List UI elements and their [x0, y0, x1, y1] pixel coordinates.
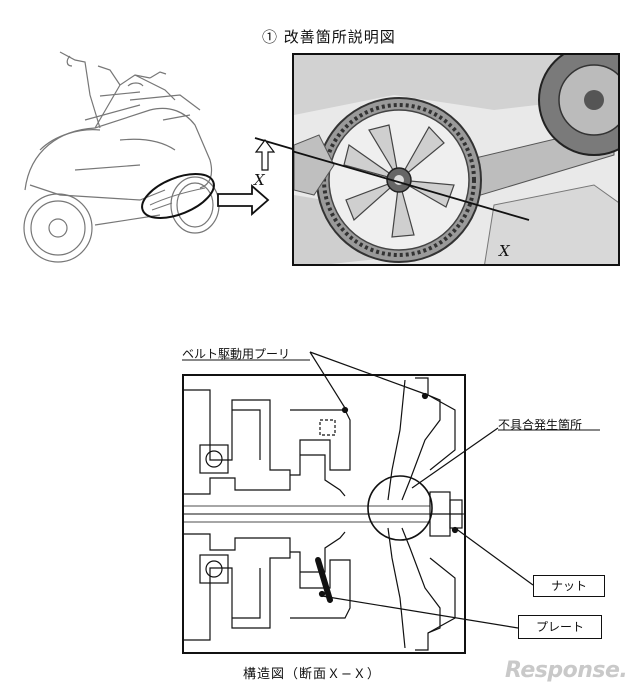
highlight-ellipse — [141, 173, 215, 219]
section-mark-bottom: X — [499, 242, 510, 260]
watermark-logo: Response. — [505, 658, 628, 683]
plate-label: プレート — [518, 615, 602, 639]
figure-title: ① 改善箇所説明図 — [262, 28, 396, 46]
scooter-detail-lines — [149, 187, 206, 211]
pointer-arrow — [217, 184, 270, 216]
defect-location-label: 不具合発生箇所 — [498, 418, 583, 432]
structure-caption: 構造図（断面Ｘ−Ｘ） — [243, 667, 381, 682]
engine-photo — [292, 53, 620, 266]
scooter-sketch — [23, 51, 220, 263]
engine-render — [294, 55, 618, 264]
belt-pulley-label: ベルト駆動用プーリ — [182, 347, 291, 361]
nut-label: ナット — [533, 575, 605, 597]
section-mark-top: X — [254, 171, 265, 189]
section-arrow-top-icon — [254, 139, 276, 171]
cross-section — [182, 351, 534, 654]
